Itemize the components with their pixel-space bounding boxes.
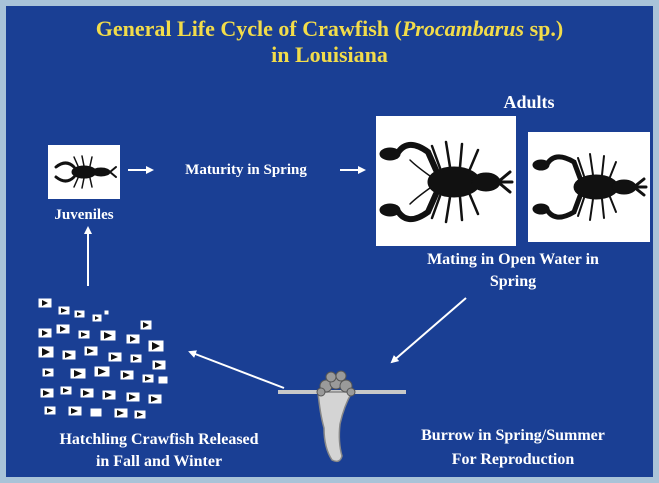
arrow-mating-to-burrow	[392, 298, 466, 362]
arrow-burrow-to-hatchlings	[190, 352, 284, 388]
life-cycle-slide: General Life Cycle of Crawfish (Procamba…	[6, 6, 653, 477]
